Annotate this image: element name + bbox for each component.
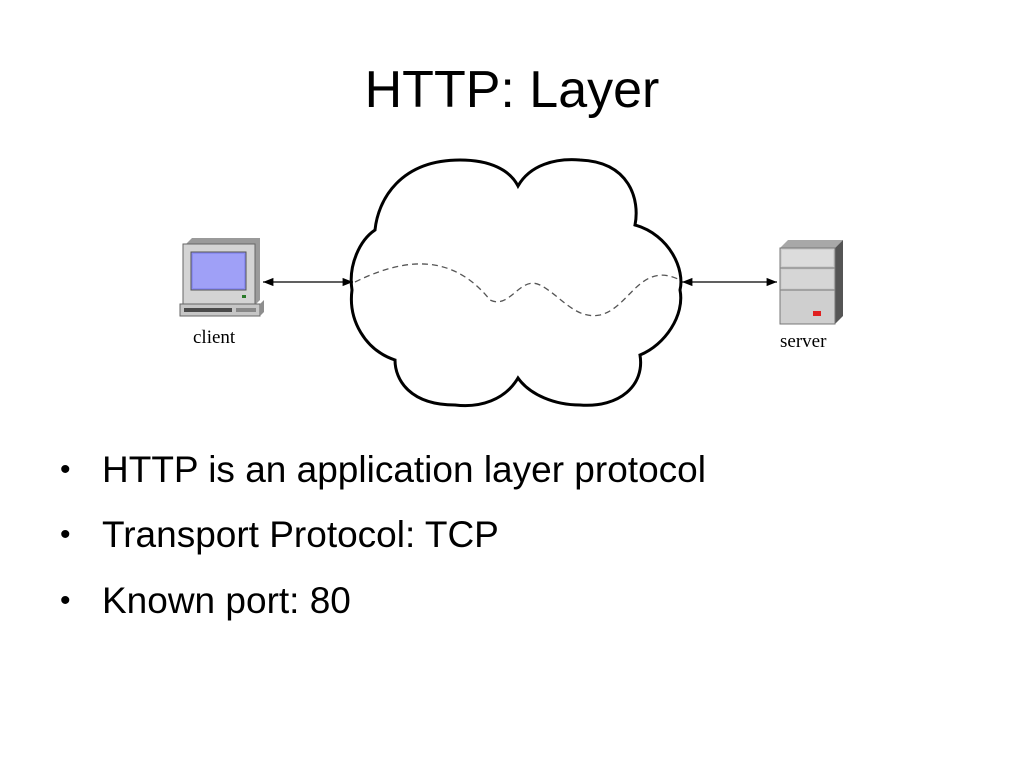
connection-path — [354, 263, 681, 317]
cloud-icon — [349, 158, 683, 408]
bullet-text: Transport Protocol: TCP — [102, 514, 499, 556]
network-diagram — [160, 150, 860, 415]
slide-title: HTTP: Layer — [364, 61, 660, 119]
computer-icon — [179, 238, 264, 317]
bullet-dot-icon: • — [60, 453, 71, 486]
server-icon — [779, 240, 843, 325]
bullet-text: Known port: 80 — [102, 579, 351, 621]
server-label: server — [780, 331, 827, 352]
bullet-item: • Transport Protocol: TCP — [58, 513, 706, 557]
bullet-item: • HTTP is an application layer protocol — [58, 448, 706, 492]
bullet-item: • Known port: 80 — [58, 579, 706, 623]
bullet-text: HTTP is an application layer protocol — [102, 449, 706, 490]
bullet-dot-icon: • — [60, 583, 71, 617]
bullet-list: • HTTP is an application layer protocol … — [58, 448, 706, 644]
bullet-dot-icon: • — [60, 518, 71, 552]
client-label: client — [193, 327, 236, 348]
diagram-canvas — [179, 158, 843, 408]
